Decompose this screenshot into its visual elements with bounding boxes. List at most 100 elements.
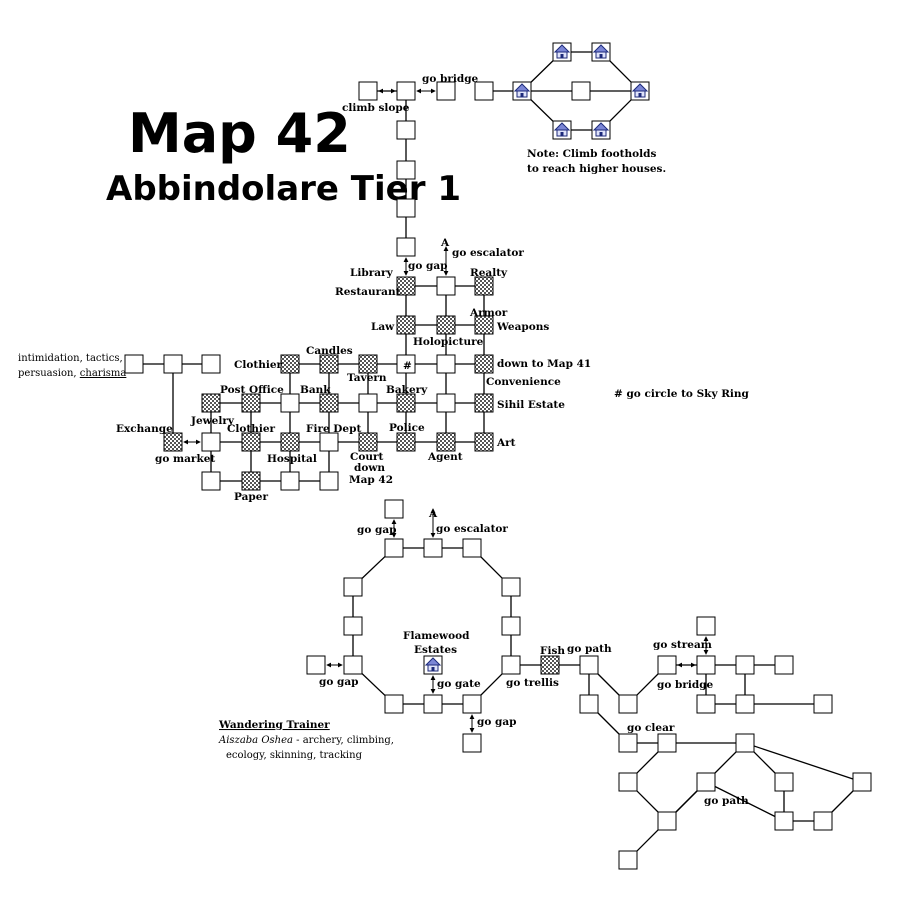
weapons-label: Weapons [496, 321, 549, 333]
room [696, 772, 716, 792]
room [657, 655, 677, 675]
down-map42-label-a: down [354, 462, 385, 474]
shop-room [396, 393, 416, 413]
tavern-label: Tavern [347, 372, 387, 384]
go-stream-label: go stream [653, 639, 712, 651]
skills-note-line-2: persuasion, charisma [18, 368, 126, 379]
room [396, 237, 416, 257]
shop-room [319, 393, 339, 413]
note-line-1: Note: Climb footholds [527, 148, 656, 160]
room [462, 694, 482, 714]
clothier-label-2: Clothier [227, 423, 276, 435]
armor-label: Armor [469, 307, 508, 319]
shop-room [319, 354, 339, 374]
shop-room [474, 315, 494, 335]
room [657, 733, 677, 753]
houses [424, 44, 649, 672]
go-bridge-label-2: go bridge [657, 679, 714, 691]
room [571, 81, 591, 101]
paper-label: Paper [234, 491, 268, 503]
room [358, 393, 378, 413]
shop-room [474, 393, 494, 413]
go-clear-label: go clear [627, 722, 675, 734]
room [813, 811, 833, 831]
shop-room [396, 276, 416, 296]
shop-room [436, 432, 456, 452]
hospital-label: Hospital [267, 453, 317, 465]
room [343, 616, 363, 636]
shop-room [358, 432, 378, 452]
room [201, 354, 221, 374]
room [501, 577, 521, 597]
shop-room [474, 432, 494, 452]
room [501, 655, 521, 675]
room [423, 538, 443, 558]
skills-note-charisma: charisma [80, 368, 127, 379]
room [319, 471, 339, 491]
trainer-skills-1: - archery, climbing, [293, 735, 394, 746]
go-bridge-top-label: go bridge [422, 73, 479, 85]
room [579, 694, 599, 714]
art-label: Art [496, 437, 516, 449]
trainer-line-2: ecology, skinning, tracking [226, 750, 363, 761]
clothier-label-1: Clothier [234, 359, 283, 371]
room [384, 538, 404, 558]
map-title: Map 42 [128, 102, 351, 165]
bakery-label: Bakery [386, 384, 428, 396]
go-gap-label-1: go gap [408, 260, 448, 272]
realty-label: Realty [470, 267, 508, 279]
room [423, 694, 443, 714]
jewelry-label: Jewelry [190, 415, 235, 427]
room [319, 432, 339, 452]
agent-label: Agent [427, 451, 463, 463]
shop-room [280, 432, 300, 452]
room [396, 81, 416, 101]
room [343, 655, 363, 675]
room [436, 276, 456, 296]
room [735, 733, 755, 753]
note-line-2: to reach higher houses. [527, 163, 666, 175]
go-gap-label-3: go gap [319, 676, 359, 688]
shop-room [201, 393, 221, 413]
trainer-name: Aiszaba Oshea [218, 735, 293, 746]
room [696, 655, 716, 675]
house-icon [592, 122, 610, 137]
shop-room [540, 655, 560, 675]
go-path-label-1: go path [567, 643, 612, 655]
down-map41-label: down to Map 41 [497, 358, 591, 370]
skills-note-line-1: intimidation, tactics, [18, 353, 123, 364]
room [124, 354, 144, 374]
flamewood-label-1: Flamewood [403, 630, 470, 642]
room [735, 655, 755, 675]
room [774, 772, 794, 792]
room [735, 694, 755, 714]
shop-room [358, 354, 378, 374]
room [396, 354, 416, 374]
room [343, 577, 363, 597]
room [280, 393, 300, 413]
climb-slope-label: climb slope [342, 102, 410, 114]
shop-room [396, 315, 416, 335]
room [618, 694, 638, 714]
down-map42-label-b: Map 42 [349, 474, 393, 486]
house-icon [631, 83, 649, 98]
trainer-heading: Wandering Trainer [218, 719, 330, 731]
room [306, 655, 326, 675]
room [358, 81, 378, 101]
post-office-label: Post Office [220, 384, 284, 396]
convenience-label: Convenience [486, 376, 561, 388]
shop-room [280, 354, 300, 374]
law-label: Law [371, 321, 395, 333]
room [396, 120, 416, 140]
a-label-2: A [428, 508, 438, 520]
room [774, 811, 794, 831]
go-trellis-label: go trellis [506, 677, 559, 689]
path-line [744, 742, 863, 783]
room [657, 811, 677, 831]
shop-room [241, 471, 261, 491]
court-label: Court [350, 451, 384, 463]
house-icon [592, 44, 610, 59]
exchange-label: Exchange [116, 423, 173, 435]
